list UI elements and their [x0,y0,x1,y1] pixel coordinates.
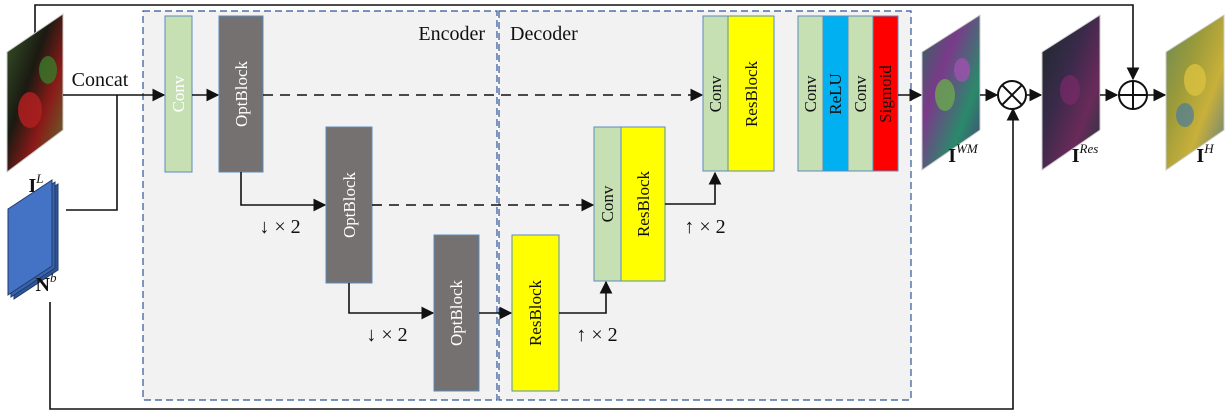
noise-concat-line [66,95,118,211]
up-arrow-1 [559,280,613,314]
up-label-2: ↑ × 2 [684,216,725,238]
decoder-resblock-top-label: ResBlock [742,60,761,127]
down-arrow-1 [240,172,327,212]
noise-block-label: Nb [36,270,57,296]
up-arrow-2 [665,171,722,205]
down-arrow-2 [348,283,435,320]
concat-label: Concat [72,69,129,91]
output-image-high [1165,14,1225,171]
head-relu-label: ReLU [826,73,845,115]
head-relu [822,15,849,172]
decoder-conv-top [702,15,729,172]
decoder-resblock-top [727,15,775,172]
input-image-low [6,13,64,173]
decoder-conv-mid [593,126,622,282]
watermark-image [921,14,981,171]
down-label-1: ↓ × 2 [259,216,300,238]
optblock-3 [433,234,480,392]
decoder-resblock-mid-label: ResBlock [634,170,653,237]
down-label-2: ↓ × 2 [366,324,407,346]
decoder-resblock-mid [620,126,666,282]
output-image-high-label: IH [1196,141,1214,167]
resblock-bottom-label: ResBlock [526,279,545,346]
head-conv-1-label: Conv [801,75,820,112]
residual-image-label: IRes [1072,141,1099,167]
up-label-1: ↑ × 2 [576,324,617,346]
optblock-1-label: OptBlock [232,60,251,127]
encoder-conv-label: Conv [169,75,188,112]
encoder-conv-block [164,15,193,173]
noise-to-multiply-arrow [49,107,1020,410]
decoder-title: Decoder [510,23,578,45]
output-head [797,15,899,172]
decoder-conv-mid-label: Conv [598,185,617,222]
optblock-2 [325,126,373,284]
optblock-3-label: OptBlock [447,279,466,346]
head-conv-2 [847,15,874,172]
resblock-bottom [511,234,560,392]
decoder-conv-top-label: Conv [706,75,725,112]
head-conv-2-label: Conv [851,75,870,112]
residual-image [1041,14,1101,171]
input-image-low-label: IL [28,171,43,197]
watermark-image-label: IWM [948,141,979,167]
head-sigmoid [872,15,899,172]
head-conv-1 [797,15,824,172]
global-skip-arrow [34,4,1140,81]
head-sigmoid-label: Sigmoid [876,65,895,123]
optblock-2-label: OptBlock [340,171,359,238]
circled-plus-icon [1118,80,1148,110]
circled-times-icon [997,80,1027,110]
noise-block-stack [7,179,59,300]
encoder-title: Encoder [418,23,485,45]
